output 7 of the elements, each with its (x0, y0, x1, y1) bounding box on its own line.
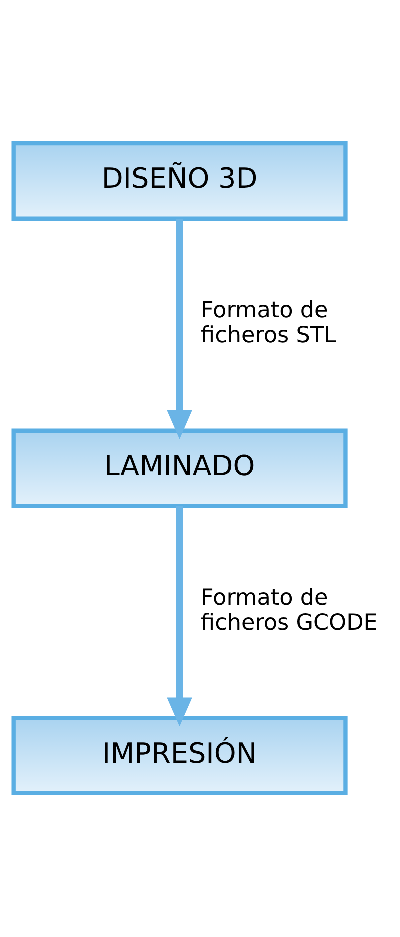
node-box: LAMINADO (12, 428, 348, 508)
node-box: DISEÑO 3D (12, 141, 348, 221)
arrow (167, 219, 192, 440)
edge-label: Formato de ficheros GCODE (201, 584, 378, 636)
arrow (167, 506, 192, 727)
node-box: IMPRESIÓN (12, 716, 348, 796)
edge-label: Formato de ficheros STL (201, 298, 336, 349)
